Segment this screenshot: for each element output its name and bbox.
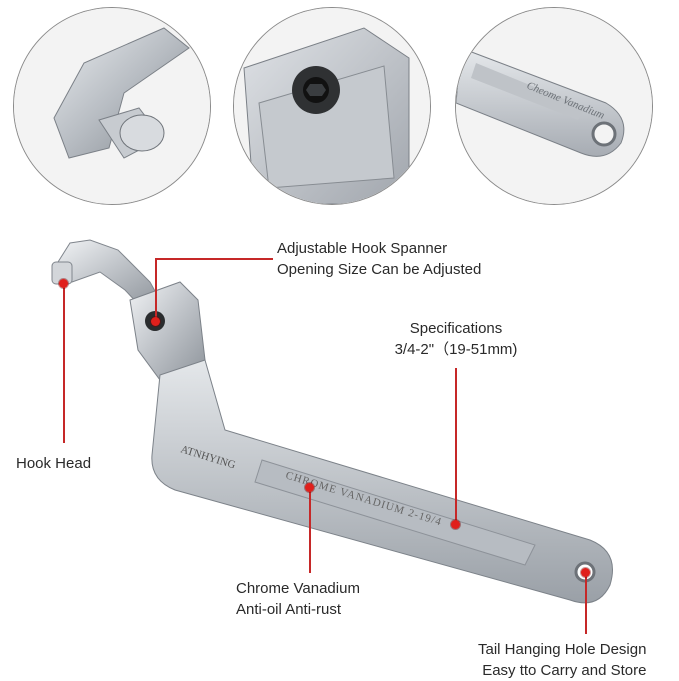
callout-chrome-line2: Anti-oil Anti-rust xyxy=(236,601,342,618)
callout-line-hook-head xyxy=(63,283,65,443)
callout-line-chrome xyxy=(309,487,311,573)
callout-tail-line2: Easy tto Carry and Store xyxy=(482,662,647,679)
callout-tail-line1: Tail Hanging Hole Design xyxy=(478,641,647,658)
callout-specs-line1: Specifications xyxy=(409,320,503,337)
callout-tail: Tail Hanging Hole Design Easy tto Carry … xyxy=(478,639,646,681)
callout-adjustable-line1: Adjustable Hook Spanner xyxy=(277,240,448,257)
callout-adjustable-line2: Opening Size Can be Adjusted xyxy=(277,261,482,278)
callout-dot-adjustable xyxy=(151,317,160,326)
pivot-bolt-illustration xyxy=(234,8,430,204)
callout-line-specs xyxy=(455,368,457,524)
callout-line-tail xyxy=(585,576,587,634)
detail-tail-hole: Cheome Vanadium xyxy=(455,7,653,205)
callout-specs-line2: 3/4-2"（19-51mm) xyxy=(394,341,518,358)
tail-hole-illustration: Cheome Vanadium xyxy=(456,8,652,204)
callout-chrome: Chrome Vanadium Anti-oil Anti-rust xyxy=(236,578,360,620)
callout-dot-hook-head xyxy=(59,279,68,288)
callout-adjustable: Adjustable Hook Spanner Opening Size Can… xyxy=(277,238,481,280)
callout-chrome-line1: Chrome Vanadium xyxy=(236,580,360,597)
detail-hook-tip xyxy=(13,7,211,205)
callout-line-adjustable-v xyxy=(155,258,157,322)
hook-tip-illustration xyxy=(14,8,210,204)
callout-specs: Specifications 3/4-2"（19-51mm) xyxy=(386,318,526,360)
callout-hook-head: Hook Head xyxy=(16,453,91,474)
callout-dot-chrome xyxy=(305,483,314,492)
handle-groove xyxy=(254,459,536,566)
callout-dot-specs xyxy=(451,520,460,529)
handle xyxy=(151,359,613,604)
callout-line-adjustable xyxy=(155,258,273,260)
callout-hook-head-line1: Hook Head xyxy=(16,455,92,472)
callout-dot-tail xyxy=(581,568,590,577)
detail-pivot-bolt xyxy=(233,7,431,205)
